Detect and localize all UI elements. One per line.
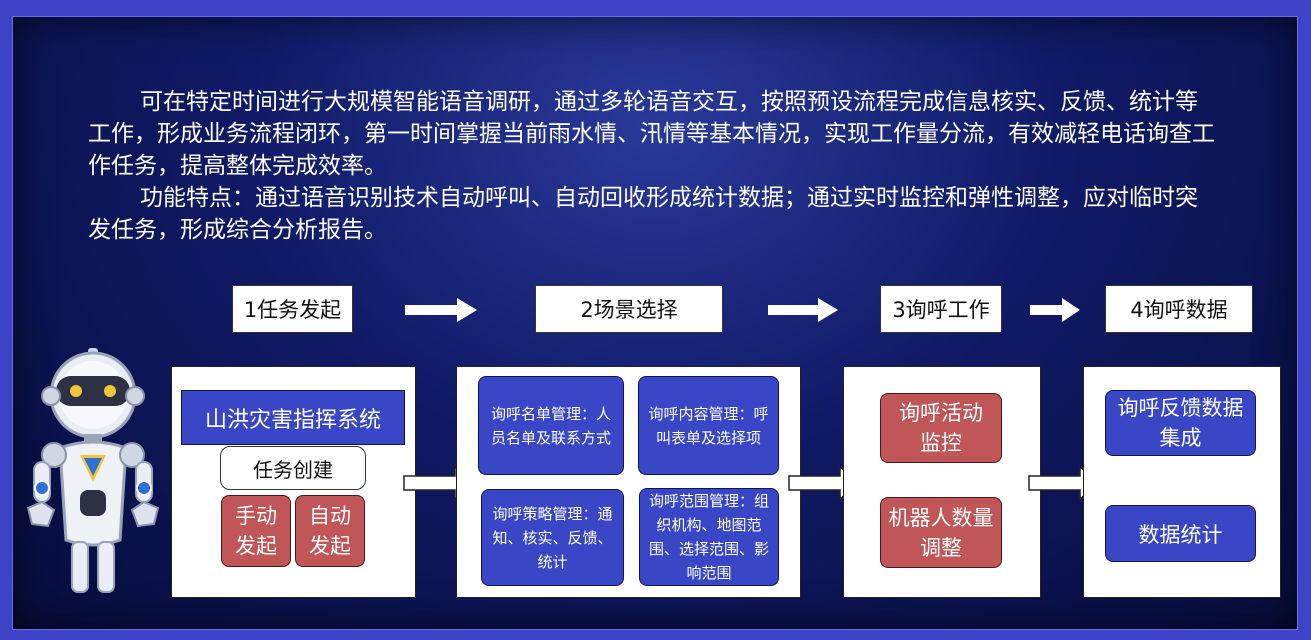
scope-mgmt-box: 询呼范围管理：组织机构、地图范围、选择范围、影响范围	[639, 488, 779, 586]
intro-paragraph-1: 可在特定时间进行大规模智能语音调研，通过多轮语音交互，按照预设流程完成信息核实、…	[88, 89, 1215, 179]
data-stats-box: 数据统计	[1105, 505, 1256, 562]
manual-trigger-box: 手动发起	[221, 495, 291, 567]
step-3-label: 3询呼工作	[880, 285, 1002, 333]
step-2-label: 2场景选择	[535, 285, 723, 333]
content-mgmt-box: 询呼内容管理：呼叫表单及选择项	[638, 376, 779, 475]
robot-mascot-icon	[26, 348, 160, 593]
auto-trigger-box: 自动发起	[295, 495, 365, 567]
system-box: 山洪灾害指挥系统	[181, 390, 405, 445]
strategy-mgmt-box: 询呼策略管理：通知、核实、反馈、统计	[481, 489, 624, 586]
step-1-label: 1任务发起	[232, 285, 353, 333]
intro-paragraph-2: 功能特点：通过语音识别技术自动呼叫、自动回收形成统计数据；通过实时监控和弹性调整…	[88, 185, 1198, 243]
list-mgmt-box: 询呼名单管理：人员名单及联系方式	[478, 376, 624, 475]
robot-count-box: 机器人数量调整	[880, 497, 1002, 568]
feedback-integration-box: 询呼反馈数据集成	[1105, 390, 1256, 456]
step-4-label: 4询呼数据	[1105, 285, 1253, 333]
task-create-box: 任务创建	[220, 446, 366, 490]
step-arrow-1	[405, 298, 477, 322]
activity-monitor-box: 询呼活动监控	[880, 393, 1002, 463]
step-arrow-2	[768, 298, 838, 322]
step-arrow-3	[1030, 298, 1080, 322]
